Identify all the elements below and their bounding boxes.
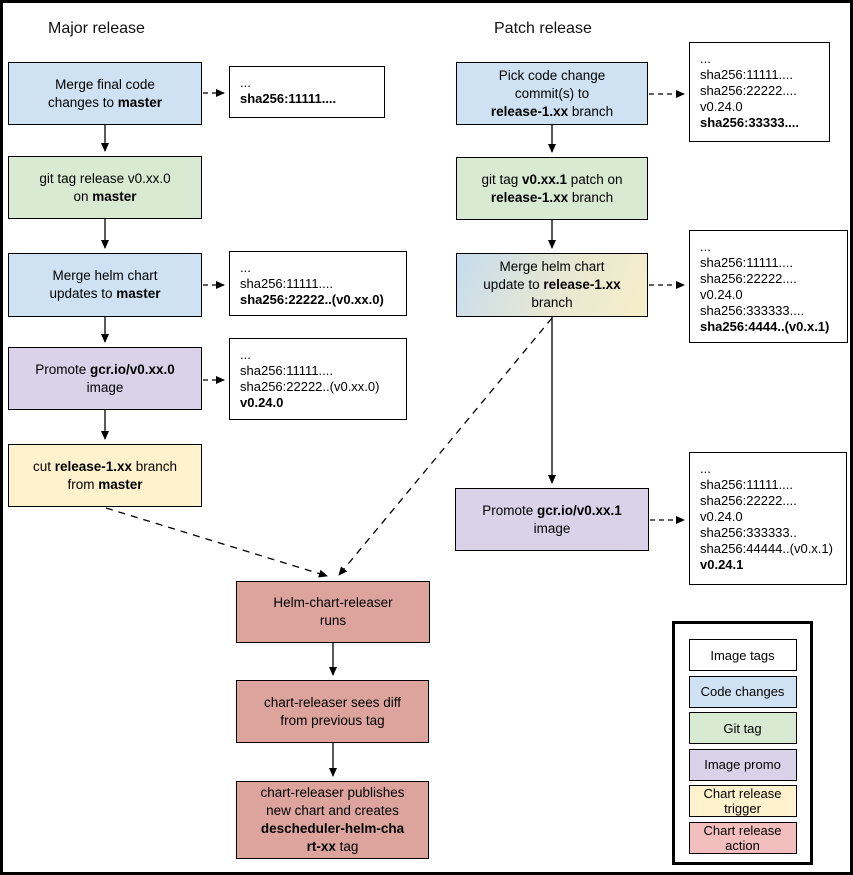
image-tag-line: sha256:11111.... [700, 67, 793, 82]
node-text: updates to [49, 286, 117, 301]
image-tag-line: ... [700, 239, 711, 254]
image-tag-line: v0.24.0 [240, 395, 284, 410]
node-text: runs [319, 613, 347, 628]
node-text: branch [568, 189, 614, 205]
image-tag-line: ... [240, 75, 251, 90]
image-tags-box-tags-after-final-merge: ...sha256:11111.... [229, 66, 385, 118]
node-text: v0.xx.1 [521, 171, 568, 187]
node-text: Promote [482, 502, 537, 518]
node-text: new chart and creates [266, 803, 399, 818]
legend-item-promo: Image promo [688, 748, 797, 781]
flow-node-helm-chart-releaser-runs: Helm-chart-releaser runs [236, 581, 430, 643]
legend-item-action-light: Chart release action [688, 821, 797, 854]
arrow-helm-update-to-releaser [338, 317, 553, 576]
node-text: update to [483, 277, 544, 292]
image-tag-line: v0.24.0 [700, 509, 743, 524]
image-tag-line: sha256:4444..(v0.x.1) [700, 319, 830, 334]
image-tags-box-tags-after-helm-merge-major: ...sha256:11111....sha256:22222..(v0.xx.… [229, 251, 407, 316]
node-text: master [92, 188, 137, 204]
image-tag-line: sha256:22222.... [700, 83, 797, 98]
image-tag-line: sha256:22222.... [700, 493, 797, 508]
node-text: git tag [481, 171, 522, 187]
image-tags-box-tags-after-promote-major: ...sha256:11111....sha256:22222..(v0.xx.… [229, 338, 407, 420]
image-tag-line: sha256:11111.... [240, 363, 333, 378]
node-text: git tag release v0.xx.0 [39, 170, 171, 186]
image-tag-line: sha256:11111.... [240, 276, 333, 291]
image-tag-line: sha256:22222..(v0.xx.0) [240, 379, 380, 394]
flow-node-chart-releaser-sees-diff: chart-releaser sees diff from previous ta… [236, 680, 429, 743]
node-text: gcr.io/v0.xx.0 [89, 361, 175, 377]
node-text: gcr.io/v0.xx.1 [536, 502, 622, 518]
major-release-heading: Major release [48, 20, 145, 37]
node-text: image [533, 520, 571, 536]
flow-node-chart-releaser-publishes: chart-releaser publishes new chart and cr… [236, 781, 429, 859]
image-tag-line: ... [240, 260, 251, 275]
image-tags-box-tags-after-promote-patch: ...sha256:11111....sha256:22222....v0.24… [689, 452, 847, 585]
node-text: rt-xx [306, 839, 336, 854]
node-text: Merge final code [55, 76, 155, 92]
node-text: patch on [567, 171, 623, 187]
node-text: commit(s) to [514, 85, 590, 101]
legend-item-trigger: Chart release trigger [688, 785, 797, 817]
node-text: Merge helm chart [52, 268, 158, 283]
image-tag-line: sha256:333333.... [700, 303, 805, 318]
node-text: on [73, 188, 93, 204]
image-tag-line: v0.24.0 [700, 287, 743, 302]
node-text: branch [568, 103, 614, 119]
image-tag-line: sha256:22222.... [700, 271, 797, 286]
node-text: release-1.xx [54, 458, 133, 474]
node-text: Merge helm chart [499, 259, 605, 274]
node-text: changes to [47, 94, 118, 110]
patch-release-heading: Patch release [494, 20, 592, 37]
image-tag-line: v0.24.1 [700, 557, 744, 572]
node-text: cut [32, 458, 55, 474]
flow-node-pick-code-change: Pick code change commit(s) to release-1.xx… [456, 62, 648, 125]
node-text: from previous tag [280, 712, 385, 728]
node-text: branch [132, 458, 178, 474]
legend-item-code: Code changes [688, 675, 797, 708]
image-tag-line: ... [700, 461, 711, 476]
node-text: Pick code change [498, 67, 606, 83]
node-text: tag [335, 839, 359, 854]
image-tag-line: v0.24.0 [700, 99, 743, 114]
node-text: release-1.xx [490, 189, 569, 205]
node-text: Helm-chart-releaser [273, 595, 393, 610]
flow-node-git-tag-patch: git tag v0.xx.1 patch on release-1.xx bra… [456, 157, 648, 220]
node-text: release-1.xx [490, 103, 569, 119]
image-tags-box-tags-after-pick: ...sha256:11111....sha256:22222....v0.24… [689, 42, 830, 142]
image-tags-box-tags-after-helm-merge-patch: ...sha256:11111....sha256:22222....v0.24… [689, 230, 848, 343]
node-text: Promote [35, 361, 90, 377]
node-text: branch [531, 295, 573, 310]
node-text: master [116, 286, 161, 301]
node-text: from [67, 476, 99, 492]
flow-node-promote-image-patch: Promote gcr.io/v0.xx.1 image [455, 488, 649, 551]
image-tag-line: sha256:11111.... [240, 91, 337, 106]
node-text: descheduler-helm-cha [260, 821, 405, 836]
flow-node-promote-image-major: Promote gcr.io/v0.xx.0 image [8, 347, 202, 410]
image-tag-line: sha256:33333.... [700, 115, 800, 130]
node-text: master [117, 94, 163, 110]
flow-node-merge-helm-updates-master: Merge helm chart updates to master [8, 253, 202, 317]
image-tag-line: sha256:22222..(v0.xx.0) [240, 292, 384, 307]
image-tag-line: ... [700, 51, 711, 66]
image-tag-line: sha256:333333.. [700, 525, 797, 540]
image-tag-line: sha256:11111.... [700, 255, 793, 270]
flow-node-git-tag-major: git tag release v0.xx.0 on master [8, 156, 202, 219]
image-tag-line: sha256:44444..(v0.x.1) [700, 541, 833, 556]
image-tag-line: sha256:11111.... [700, 477, 793, 492]
node-text: chart-releaser sees diff [263, 694, 402, 710]
node-text: image [86, 379, 124, 395]
flow-node-merge-final-code: Merge final code changes to master [8, 62, 202, 125]
image-tag-line: ... [240, 347, 251, 362]
legend-item-tags: Image tags [688, 639, 797, 671]
node-text: master [98, 476, 143, 492]
node-text: release-1.xx [543, 277, 621, 292]
node-text: chart-releaser publishes [260, 785, 405, 800]
flow-node-cut-release-branch: cut release-1.xx branch from master [8, 444, 202, 507]
flow-node-merge-helm-update-release: Merge helm chart update to release-1.xx br… [456, 253, 648, 317]
arrow-cut-branch-to-releaser [105, 507, 328, 578]
legend-item-gittag: Git tag [688, 712, 797, 744]
